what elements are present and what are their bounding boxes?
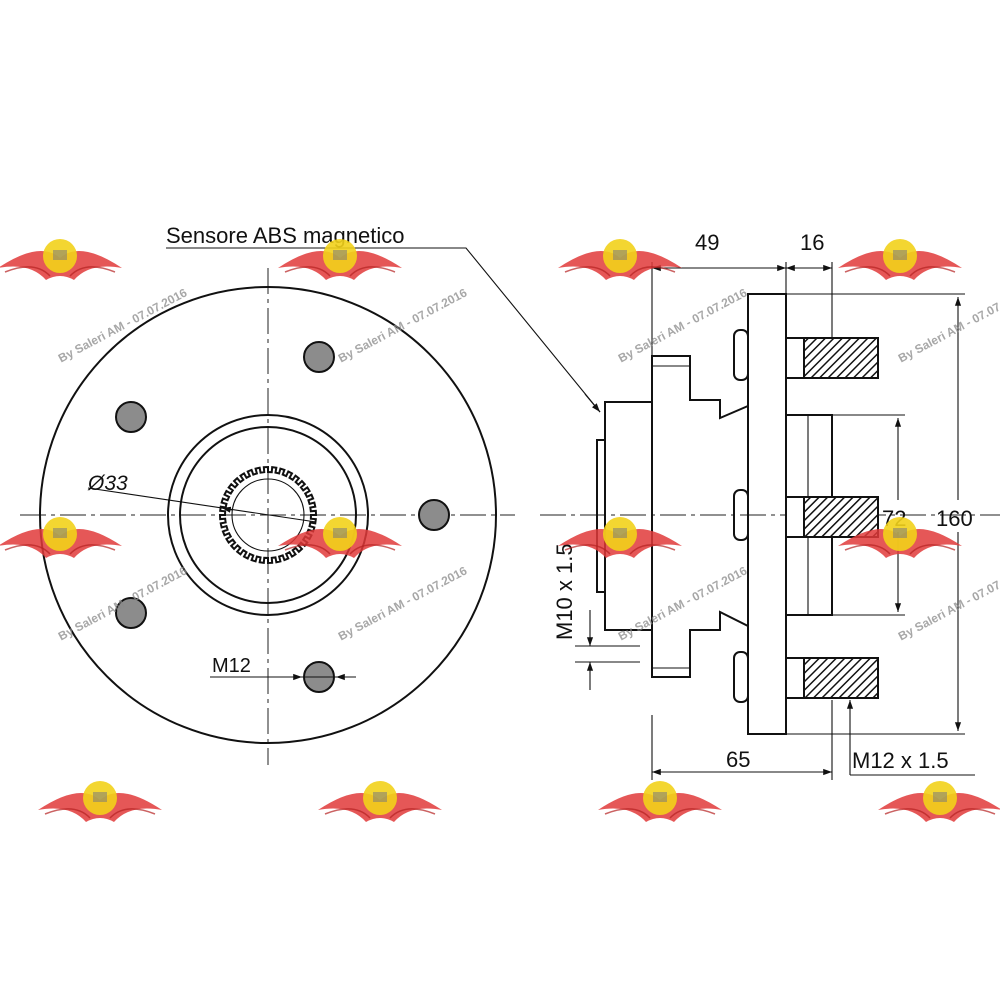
stud-hole-2 [115, 401, 147, 433]
winged-logo-icon [837, 238, 963, 281]
stud-holes [115, 341, 450, 693]
bolt-thread-label: M10 x 1.5 [552, 543, 577, 640]
bore-diameter-label: Ø33 [87, 472, 128, 495]
watermark-9 [37, 780, 163, 823]
hub-inner-ring [179, 426, 357, 604]
front-view: Ø33 M12 Sensore ABS magnetico [20, 223, 515, 765]
stud-slot-mid [733, 489, 749, 541]
side-stud-thread-label: M12 x 1.5 [852, 748, 949, 773]
svg-text:By Saleri AM - 07.07.2016: By Saleri AM - 07.07.2016 [336, 285, 470, 365]
watermark-2: By Saleri AM - 07.07.2016 [277, 238, 470, 365]
stud-slot-bottom [733, 651, 749, 703]
front-stud-thread-label: M12 [212, 655, 251, 677]
stud-hole-1 [303, 341, 335, 373]
bore-circle [231, 478, 305, 552]
wheel-flange [747, 293, 787, 735]
sensor-ring [596, 439, 606, 593]
watermark-12 [877, 780, 1000, 823]
overall-length-label: 65 [726, 747, 750, 772]
flange-outline [39, 286, 497, 744]
svg-text:By Saleri AM - 07.07.2016: By Saleri AM - 07.07.2016 [616, 563, 750, 643]
watermark-11 [597, 780, 723, 823]
svg-text:By Saleri AM - 07.07.2016: By Saleri AM - 07.07.2016 [896, 563, 1000, 643]
watermark-6: By Saleri AM - 07.07.2016 [277, 516, 470, 643]
watermark-5: By Saleri AM - 07.07.2016 [0, 516, 190, 643]
bearing-housing [604, 401, 653, 631]
stud-hole-4 [115, 597, 147, 629]
sensor-label: Sensore ABS magnetico [166, 223, 404, 248]
bore-dimension-leader [87, 487, 317, 523]
watermark-3: By Saleri AM - 07.07.2016 [557, 238, 750, 365]
wheel-studs [785, 337, 879, 699]
hub-outer-ring [167, 414, 369, 616]
stud-bottom [803, 657, 879, 699]
side-view: 49 16 72 160 M10 x 1.5 65 M12 x 1.5 [166, 230, 1000, 780]
winged-logo-icon [877, 780, 1000, 823]
winged-logo-icon [557, 238, 683, 281]
flange-width-label: 49 [695, 230, 719, 255]
winged-logo-icon [317, 780, 443, 823]
svg-text:By Saleri AM - 07.07.2016: By Saleri AM - 07.07.2016 [896, 285, 1000, 365]
watermark-1: By Saleri AM - 07.07.2016 [0, 238, 190, 365]
stud-protrusion-label: 16 [800, 230, 824, 255]
splined-bore [218, 465, 318, 565]
svg-text:By Saleri AM - 07.07.2016: By Saleri AM - 07.07.2016 [616, 285, 750, 365]
sensor-leader [166, 247, 601, 413]
svg-text:By Saleri AM - 07.07.2016: By Saleri AM - 07.07.2016 [336, 563, 470, 643]
winged-logo-icon [37, 780, 163, 823]
svg-text:By Saleri AM - 07.07.2016: By Saleri AM - 07.07.2016 [56, 285, 190, 365]
flange-diameter-label: 160 [936, 506, 973, 531]
stud-slot-top [733, 329, 749, 381]
stud-mid [803, 496, 879, 538]
stud-hole-3 [418, 499, 450, 531]
stud-top [803, 337, 879, 379]
winged-logo-icon [0, 238, 123, 281]
winged-logo-icon [597, 780, 723, 823]
winged-logo-icon [277, 516, 403, 559]
watermark-8: By Saleri AM - 07.07.2016 [837, 516, 1000, 643]
svg-text:By Saleri AM - 07.07.2016: By Saleri AM - 07.07.2016 [56, 563, 190, 643]
watermark-10 [317, 780, 443, 823]
winged-logo-icon [0, 516, 123, 559]
